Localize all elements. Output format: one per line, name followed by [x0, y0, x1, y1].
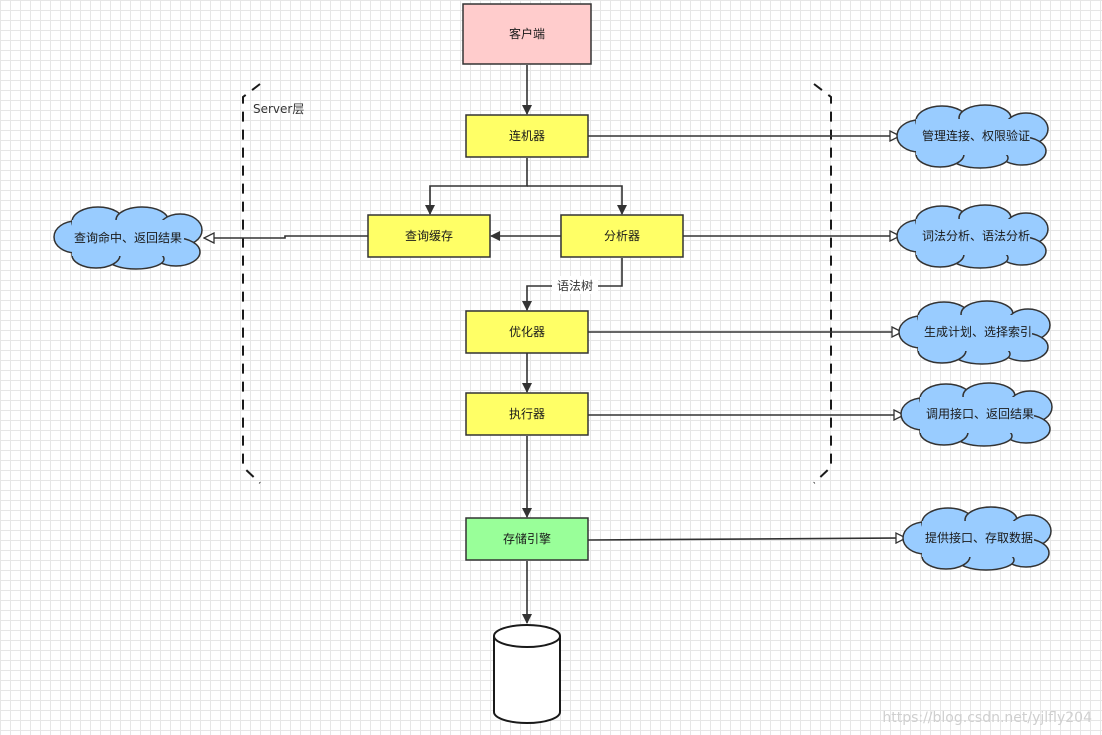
node-query-cache: 查询缓存: [367, 214, 491, 258]
node-client-label: 客户端: [509, 26, 545, 41]
cloud-cache-hit: 查询命中、返回结果: [53, 206, 203, 270]
node-query-cache-label: 查询缓存: [405, 229, 453, 243]
connections: [204, 65, 906, 624]
cloud-call-interface-label: 调用接口、返回结果: [926, 406, 1034, 421]
edge-cache-cloud: [204, 236, 368, 238]
cloud-connection-mgmt-label: 管理连接、权限验证: [922, 128, 1030, 143]
edge-connector-analyzer: [527, 185, 627, 215]
node-executor: 执行器: [465, 392, 589, 436]
edge-storage-cloud: [587, 538, 906, 540]
edge-label-syntax-tree: 语法树: [557, 278, 593, 293]
cloud-lexical-syntax-label: 词法分析、语法分析: [922, 229, 1030, 243]
node-analyzer: 分析器: [560, 214, 684, 258]
node-connector-label: 连机器: [509, 128, 545, 143]
cloud-plan-index: 生成计划、选择索引: [898, 300, 1051, 365]
cloud-connection-mgmt: 管理连接、权限验证: [896, 104, 1049, 169]
server-layer-label: Server层: [253, 102, 304, 116]
edge-connector-cache: [425, 158, 528, 215]
node-storage-engine: 存储引擎: [465, 517, 589, 561]
node-optimizer: 优化器: [465, 310, 589, 354]
node-client: 客户端: [462, 3, 592, 65]
cloud-storage-interface-label: 提供接口、存取数据: [925, 530, 1033, 545]
cloud-plan-index-label: 生成计划、选择索引: [924, 325, 1032, 339]
node-analyzer-label: 分析器: [604, 229, 640, 243]
server-layer-bracket: [242, 83, 832, 484]
watermark-text: https://blog.csdn.net/yjlfly204: [882, 710, 1092, 726]
cloud-storage-interface: 提供接口、存取数据: [902, 506, 1052, 571]
node-executor-label: 执行器: [509, 407, 545, 421]
cloud-cache-hit-label: 查询命中、返回结果: [74, 230, 182, 245]
node-storage-engine-label: 存储引擎: [503, 531, 551, 546]
cloud-call-interface: 调用接口、返回结果: [900, 382, 1053, 447]
node-optimizer-label: 优化器: [509, 325, 545, 339]
edge-label-background: [552, 276, 598, 294]
node-connector: 连机器: [465, 114, 589, 158]
database-cylinder-icon: [493, 624, 561, 724]
cloud-lexical-syntax: 词法分析、语法分析: [896, 204, 1049, 269]
